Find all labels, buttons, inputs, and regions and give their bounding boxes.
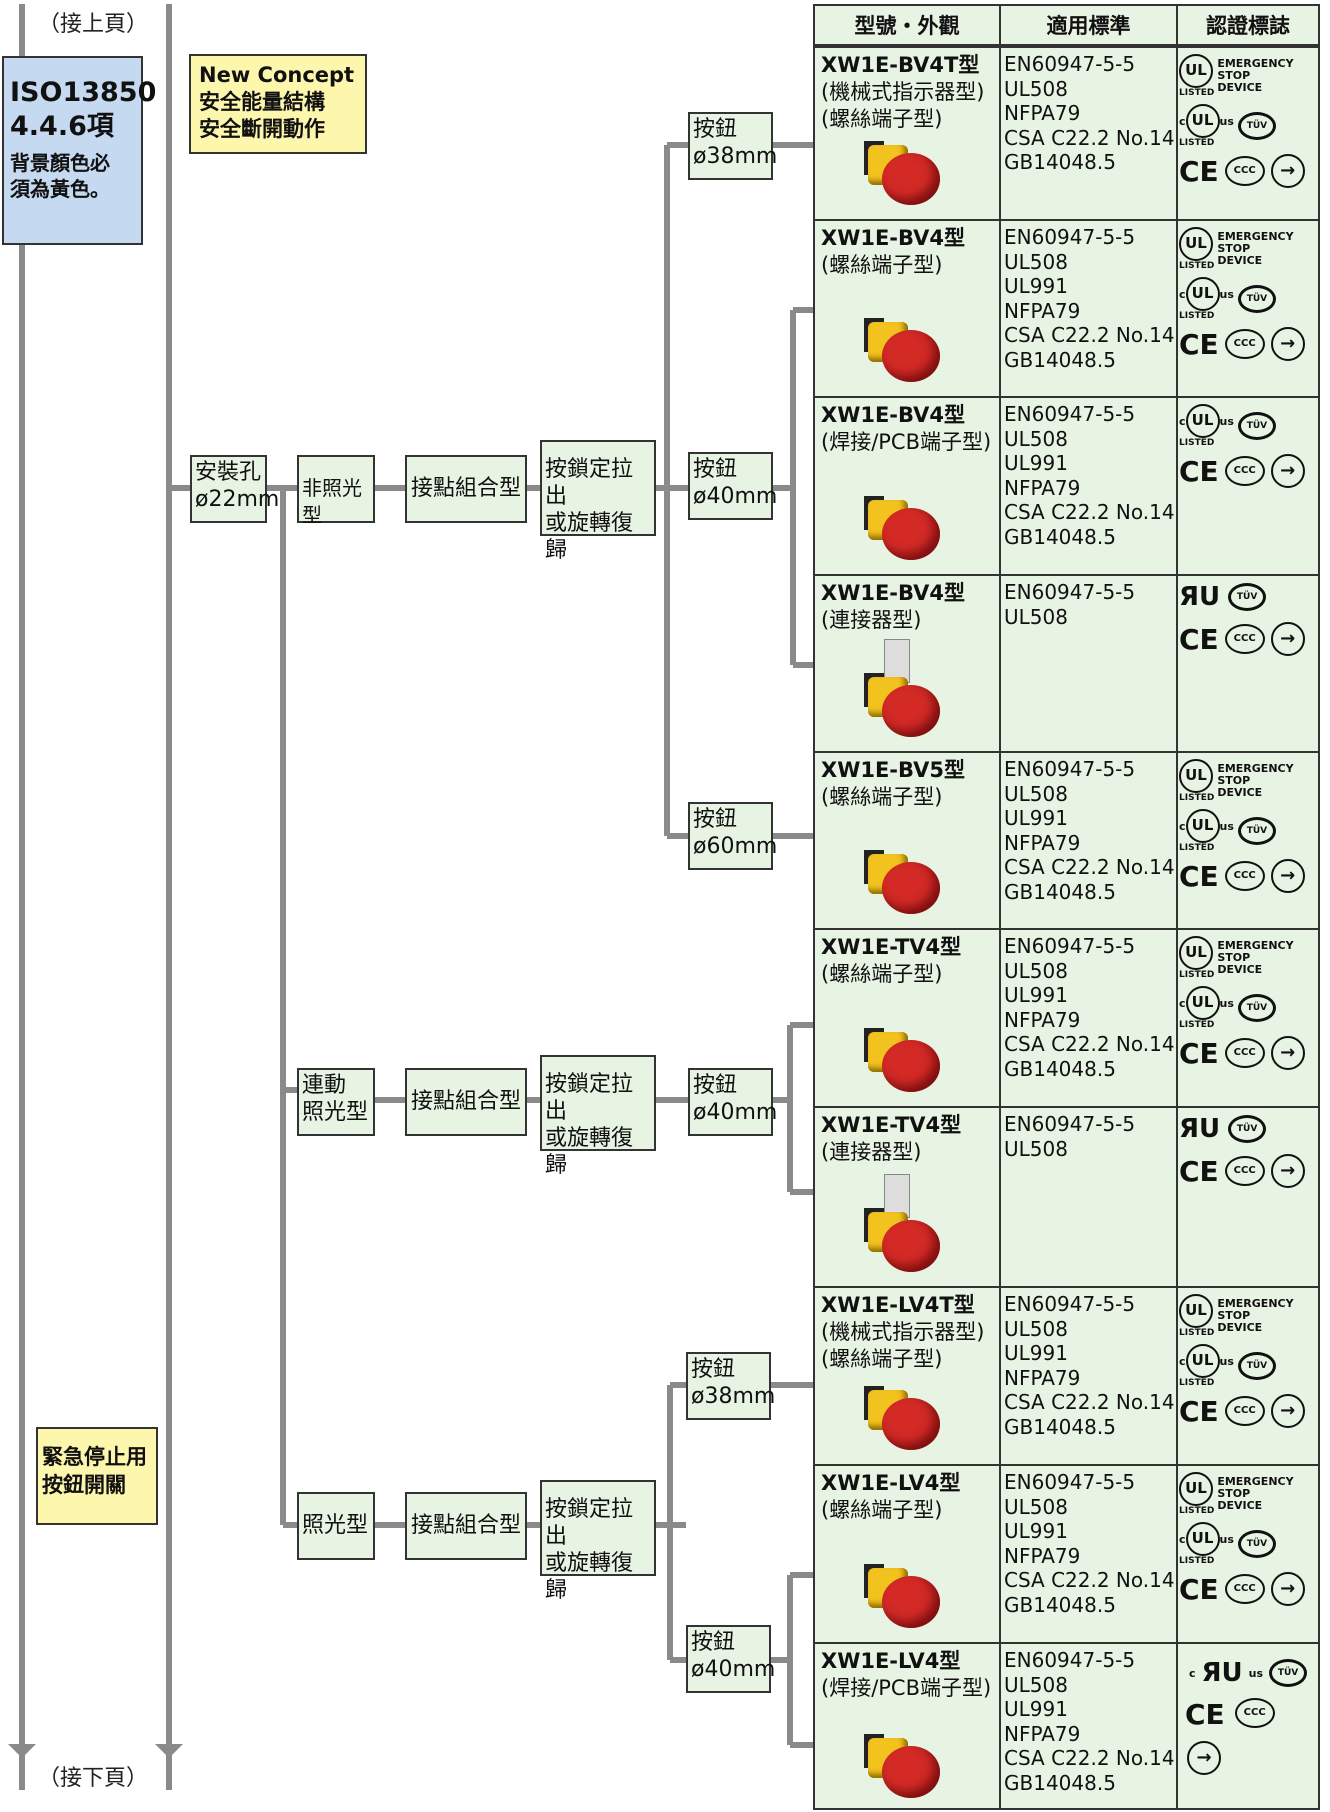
button-size-box: 按鈕 ø38mm bbox=[686, 1352, 775, 1420]
model-description: (機械式指示器型) (螺絲端子型) bbox=[821, 1320, 985, 1371]
model-name: XW1E-LV4T型 bbox=[821, 1293, 975, 1317]
standards-cell: EN60947-5-5 UL508 UL991 NFPA79 CSA C22.2… bbox=[1004, 757, 1175, 904]
type-illuminated: 照光型 bbox=[297, 1492, 375, 1560]
standards-cell: EN60947-5-5 UL508 UL991 NFPA79 CSA C22.2… bbox=[1004, 225, 1175, 372]
standards-cell: EN60947-5-5 UL508 UL991 NFPA79 CSA C22.2… bbox=[1004, 1470, 1175, 1617]
model-name: XW1E-LV4型 bbox=[821, 1471, 961, 1495]
iso-note-box: ISO13850 4.4.6項 背景顏色必 須為黃色。 bbox=[2, 56, 157, 245]
model-cell: XW1E-LV4型 (螺絲端子型) bbox=[821, 1470, 1001, 1524]
reset-method-2: 按鎖定拉出 或旋轉復歸 bbox=[540, 1055, 656, 1178]
button-size-box: 按鈕 ø60mm bbox=[688, 802, 777, 870]
product-image bbox=[864, 137, 944, 207]
product-row: XW1E-BV4型 (螺絲端子型) EN60947-5-5 UL508 UL991 … bbox=[815, 219, 1318, 396]
standards-cell: EN60947-5-5 UL508 UL991 NFPA79 CSA C22.2… bbox=[1004, 1648, 1175, 1795]
product-image bbox=[864, 492, 944, 562]
contact-combo-3: 接點組合型 bbox=[405, 1492, 527, 1560]
model-cell: XW1E-TV4型 (連接器型) bbox=[821, 1112, 1001, 1166]
contact-combo-2: 接點組合型 bbox=[405, 1068, 527, 1136]
type-non-illuminated: 非照光型 bbox=[297, 455, 375, 527]
header-standards: 適用標準 bbox=[1001, 6, 1176, 46]
model-cell: XW1E-BV4型 (焊接/PCB端子型) bbox=[821, 402, 1001, 456]
product-image bbox=[864, 1024, 944, 1094]
model-name: XW1E-BV4型 bbox=[821, 226, 966, 250]
model-description: (焊接/PCB端子型) bbox=[821, 1676, 992, 1700]
product-image bbox=[864, 1174, 944, 1274]
model-name: XW1E-BV4型 bbox=[821, 403, 966, 427]
product-row: XW1E-TV4型 (螺絲端子型) EN60947-5-5 UL508 UL991 … bbox=[815, 928, 1318, 1106]
model-description: (焊接/PCB端子型) bbox=[821, 430, 992, 454]
reset-method-3: 按鎖定拉出 或旋轉復歸 bbox=[540, 1480, 656, 1603]
header-certifications: 認證標誌 bbox=[1178, 6, 1318, 46]
button-size-box: 按鈕 ø40mm bbox=[688, 452, 777, 520]
model-description: (螺絲端子型) bbox=[821, 962, 943, 986]
model-description: (連接器型) bbox=[821, 608, 922, 632]
product-row: XW1E-BV4型 (焊接/PCB端子型) EN60947-5-5 UL508 UL… bbox=[815, 396, 1318, 574]
model-name: XW1E-BV5型 bbox=[821, 758, 966, 782]
product-row: XW1E-LV4T型 (機械式指示器型) (螺絲端子型) EN60947-5-5 U… bbox=[815, 1286, 1318, 1464]
model-name: XW1E-LV4型 bbox=[821, 1649, 961, 1673]
standards-cell: EN60947-5-5 UL508 UL991 NFPA79 CSA C22.2… bbox=[1004, 402, 1175, 549]
concept-box: New Concept 安全能量結構 安全斷開動作 bbox=[189, 54, 367, 154]
model-cell: XW1E-BV4型 (連接器型) bbox=[821, 580, 1001, 634]
button-size-box: 按鈕 ø40mm bbox=[688, 1068, 777, 1136]
model-description: (連接器型) bbox=[821, 1140, 922, 1164]
standards-cell: EN60947-5-5 UL508 bbox=[1004, 1112, 1136, 1161]
product-image bbox=[864, 846, 944, 916]
category-box: 緊急停止用 按鈕開關 bbox=[36, 1427, 158, 1525]
product-table: 型號・外觀 適用標準 認證標誌 XW1E-BV4T型 (機械式指示器型) (螺絲端… bbox=[813, 4, 1320, 1810]
model-cell: XW1E-BV4T型 (機械式指示器型) (螺絲端子型) bbox=[821, 52, 1001, 133]
button-size-box: 按鈕 ø40mm bbox=[686, 1625, 775, 1693]
standards-cell: EN60947-5-5 UL508 bbox=[1004, 580, 1136, 629]
standards-cell: EN60947-5-5 UL508 UL991 NFPA79 CSA C22.2… bbox=[1004, 934, 1175, 1081]
model-cell: XW1E-BV4型 (螺絲端子型) bbox=[821, 225, 1001, 279]
standards-cell: EN60947-5-5 UL508 UL991 NFPA79 CSA C22.2… bbox=[1004, 1292, 1175, 1439]
product-row: XW1E-BV5型 (螺絲端子型) EN60947-5-5 UL508 UL991 … bbox=[815, 751, 1318, 928]
product-image bbox=[864, 1730, 944, 1800]
reset-method-1: 按鎖定拉出 或旋轉復歸 bbox=[540, 440, 656, 563]
continued-to-label: （接下頁） bbox=[38, 1766, 149, 1791]
contact-combo-1: 接點組合型 bbox=[405, 455, 527, 523]
product-image bbox=[864, 1560, 944, 1630]
product-row: XW1E-LV4型 (焊接/PCB端子型) EN60947-5-5 UL508 UL… bbox=[815, 1642, 1318, 1812]
continued-from-label: （接上頁） bbox=[38, 12, 149, 37]
model-cell: XW1E-BV5型 (螺絲端子型) bbox=[821, 757, 1001, 811]
model-name: XW1E-TV4型 bbox=[821, 935, 962, 959]
product-row: XW1E-BV4T型 (機械式指示器型) (螺絲端子型) EN60947-5-5 U… bbox=[815, 46, 1318, 219]
model-cell: XW1E-LV4T型 (機械式指示器型) (螺絲端子型) bbox=[821, 1292, 1001, 1373]
mount-hole-box: 安裝孔 ø22mm bbox=[190, 455, 279, 523]
model-cell: XW1E-LV4型 (焊接/PCB端子型) bbox=[821, 1648, 1001, 1702]
product-image bbox=[864, 314, 944, 384]
model-description: (螺絲端子型) bbox=[821, 253, 943, 277]
iso-text: 背景顏色必 須為黃色。 bbox=[10, 151, 110, 201]
model-description: (螺絲端子型) bbox=[821, 785, 943, 809]
type-linked-illuminated: 連動 照光型 bbox=[297, 1068, 375, 1136]
product-row: XW1E-LV4型 (螺絲端子型) EN60947-5-5 UL508 UL991 … bbox=[815, 1464, 1318, 1642]
button-size-box: 按鈕 ø38mm bbox=[688, 112, 777, 180]
model-cell: XW1E-TV4型 (螺絲端子型) bbox=[821, 934, 1001, 988]
model-name: XW1E-BV4型 bbox=[821, 581, 966, 605]
product-image bbox=[864, 1382, 944, 1452]
model-name: XW1E-TV4型 bbox=[821, 1113, 962, 1137]
model-name: XW1E-BV4T型 bbox=[821, 53, 980, 77]
model-description: (螺絲端子型) bbox=[821, 1498, 943, 1522]
model-description: (機械式指示器型) (螺絲端子型) bbox=[821, 80, 985, 131]
header-model: 型號・外觀 bbox=[815, 6, 999, 46]
iso-title: ISO13850 4.4.6項 bbox=[10, 77, 157, 142]
product-image bbox=[864, 639, 944, 739]
standards-cell: EN60947-5-5 UL508 NFPA79 CSA C22.2 No.14… bbox=[1004, 52, 1175, 174]
